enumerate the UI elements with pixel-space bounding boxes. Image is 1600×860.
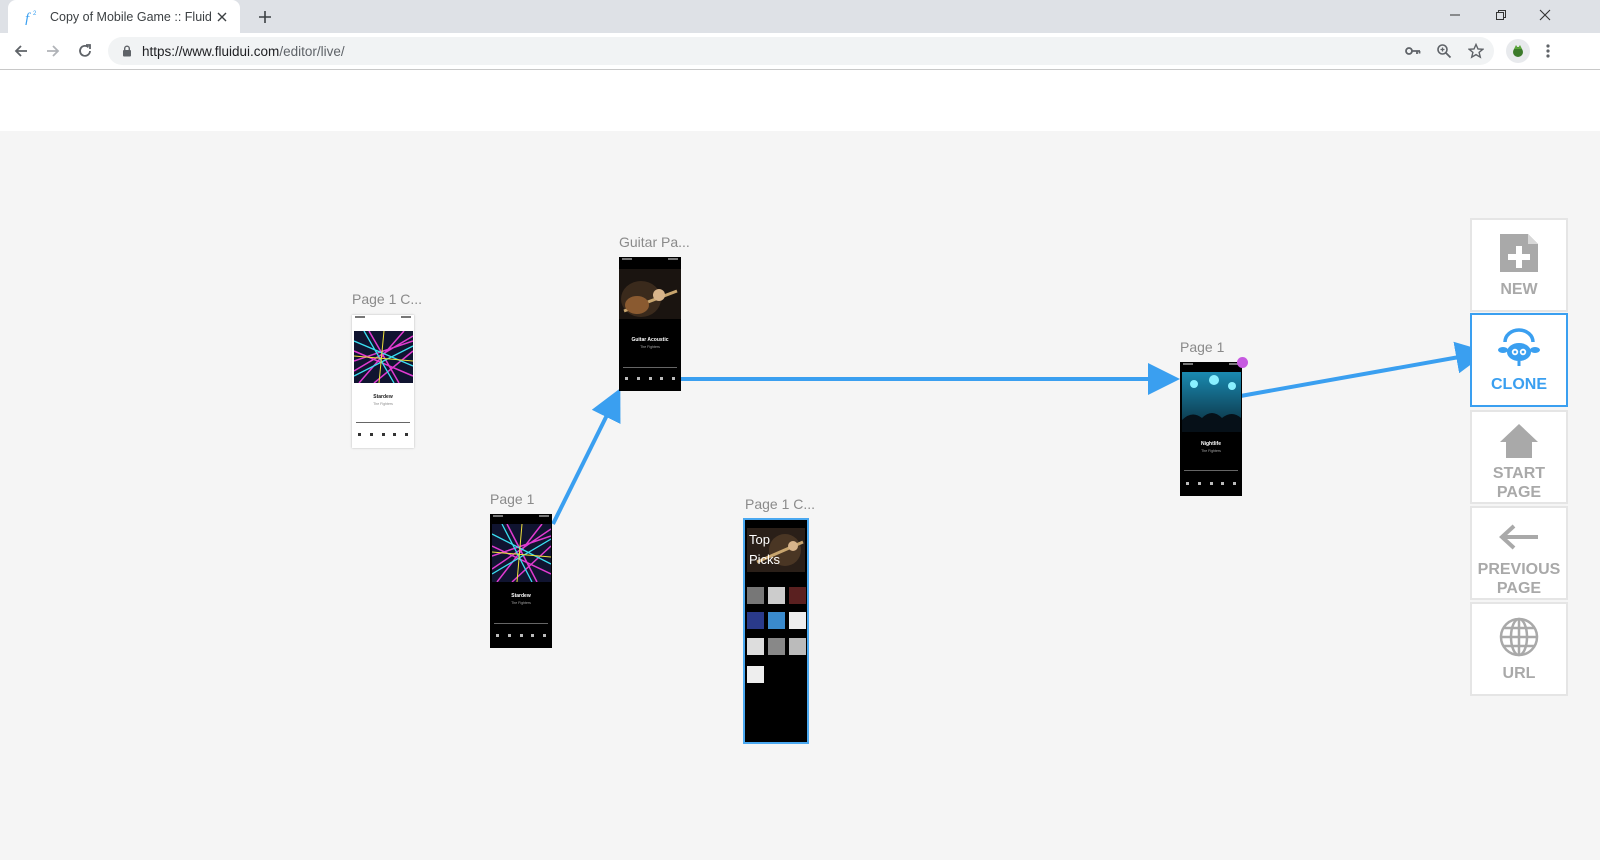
back-icon[interactable] [8,38,34,64]
url-label: URL [1502,665,1536,682]
player-controls [625,377,675,380]
globe-icon [1496,614,1542,660]
album-art-image [354,331,413,383]
previous-page-label: PREVIOUS PAGE [1477,561,1561,597]
player-controls [496,634,546,637]
minimize-icon[interactable] [1432,0,1478,30]
extension-icon[interactable] [1506,39,1530,63]
new-tab-icon[interactable] [254,6,276,28]
zoom-icon[interactable] [1433,41,1455,61]
new-page-icon [1496,230,1542,276]
album-grid-row [747,666,764,683]
arrow-left-icon [1496,518,1542,556]
song-title: Guitar Acoustic [631,337,669,343]
page-thumbnail[interactable]: Stardew The Fighters [352,315,414,448]
page-node-page1-right[interactable]: Page 1 Nightlife The Fighters [1180,339,1242,497]
progress-bar [623,367,677,368]
bookmark-star-icon[interactable] [1465,41,1487,61]
album-grid-row [747,587,806,604]
svg-text:2: 2 [33,11,37,17]
clone-label: CLONE [1491,376,1547,393]
clone-button[interactable]: CLONE [1470,313,1568,407]
home-icon [1496,422,1542,460]
tab-close-icon[interactable] [214,9,230,25]
song-title: Nightlife [1201,441,1221,447]
album-art-image [492,524,551,582]
artist-name: The Fighters [373,402,393,406]
svg-text:f: f [25,11,31,25]
restore-icon[interactable] [1478,0,1524,30]
url-host: https://www.fluidui.com [142,43,280,59]
close-window-icon[interactable] [1522,0,1568,30]
progress-bar [1184,470,1238,471]
page-label: Guitar Pa... [619,234,690,250]
address-bar[interactable]: https://www.fluidui.com/editor/live/ [108,37,1494,65]
key-icon[interactable] [1402,41,1424,61]
page-label: Page 1 C... [745,496,816,512]
page-node-page1-left[interactable]: Page 1 Stardew The Fighters [490,491,552,649]
editor-topbar [0,70,1600,131]
player-controls [358,433,408,436]
page-label: Page 1 C... [352,291,423,307]
tab-title: Copy of Mobile Game :: Fluid UI [50,9,214,24]
clone-sheep-icon [1496,325,1542,371]
album-grid-row [747,638,806,655]
page-thumbnail[interactable]: Stardew The Fighters [490,514,552,648]
lock-icon [120,44,134,58]
page-node-page1-copy-a[interactable]: Page 1 C... Stardew The Fighters [352,291,422,449]
page-label: Page 1 [1180,339,1225,355]
artist-name: The Fighters [511,601,531,605]
song-title: Stardew [511,593,531,599]
artist-name: The Fighters [640,345,660,349]
page-thumbnail[interactable]: Nightlife The Fighters [1180,362,1242,496]
page-thumbnail[interactable]: Guitar Acoustic The Fighters [619,257,681,391]
browser-menu-icon[interactable] [1536,39,1560,63]
browser-toolbar: https://www.fluidui.com/editor/live/ [0,33,1600,70]
start-page-button[interactable]: START PAGE [1470,410,1568,504]
url-text: https://www.fluidui.com/editor/live/ [142,44,345,59]
header-image [747,528,805,572]
new-page-label: NEW [1500,281,1538,298]
url-button[interactable]: URL [1470,602,1568,696]
artist-name: The Fighters [1201,449,1221,453]
new-page-button[interactable]: NEW [1470,218,1568,312]
album-art-image [619,269,681,319]
song-title: Stardew [373,394,393,400]
link-handle-dot[interactable] [1237,357,1248,368]
start-page-label: START PAGE [1492,465,1546,501]
page-node-guitar-page[interactable]: Guitar Pa... Guitar Acoustic The Fighter… [619,234,690,392]
reload-icon[interactable] [72,38,98,64]
progress-bar [494,623,548,624]
page-flow-canvas[interactable]: Page 1 C... Stardew The Fighters Guitar … [0,131,1600,860]
url-path: /editor/live/ [279,43,345,59]
player-controls [1186,482,1236,485]
link-action-panel: NEW CLONE START PAGE PREVIOUS PAGE URL [1470,218,1568,696]
progress-bar [356,422,410,423]
page-label: Page 1 [490,491,535,507]
previous-page-button[interactable]: PREVIOUS PAGE [1470,506,1568,600]
link-arrow-page1-to-guitar [551,388,621,525]
album-art-image [1182,372,1241,432]
forward-icon[interactable] [40,38,66,64]
album-grid-row [747,612,806,629]
